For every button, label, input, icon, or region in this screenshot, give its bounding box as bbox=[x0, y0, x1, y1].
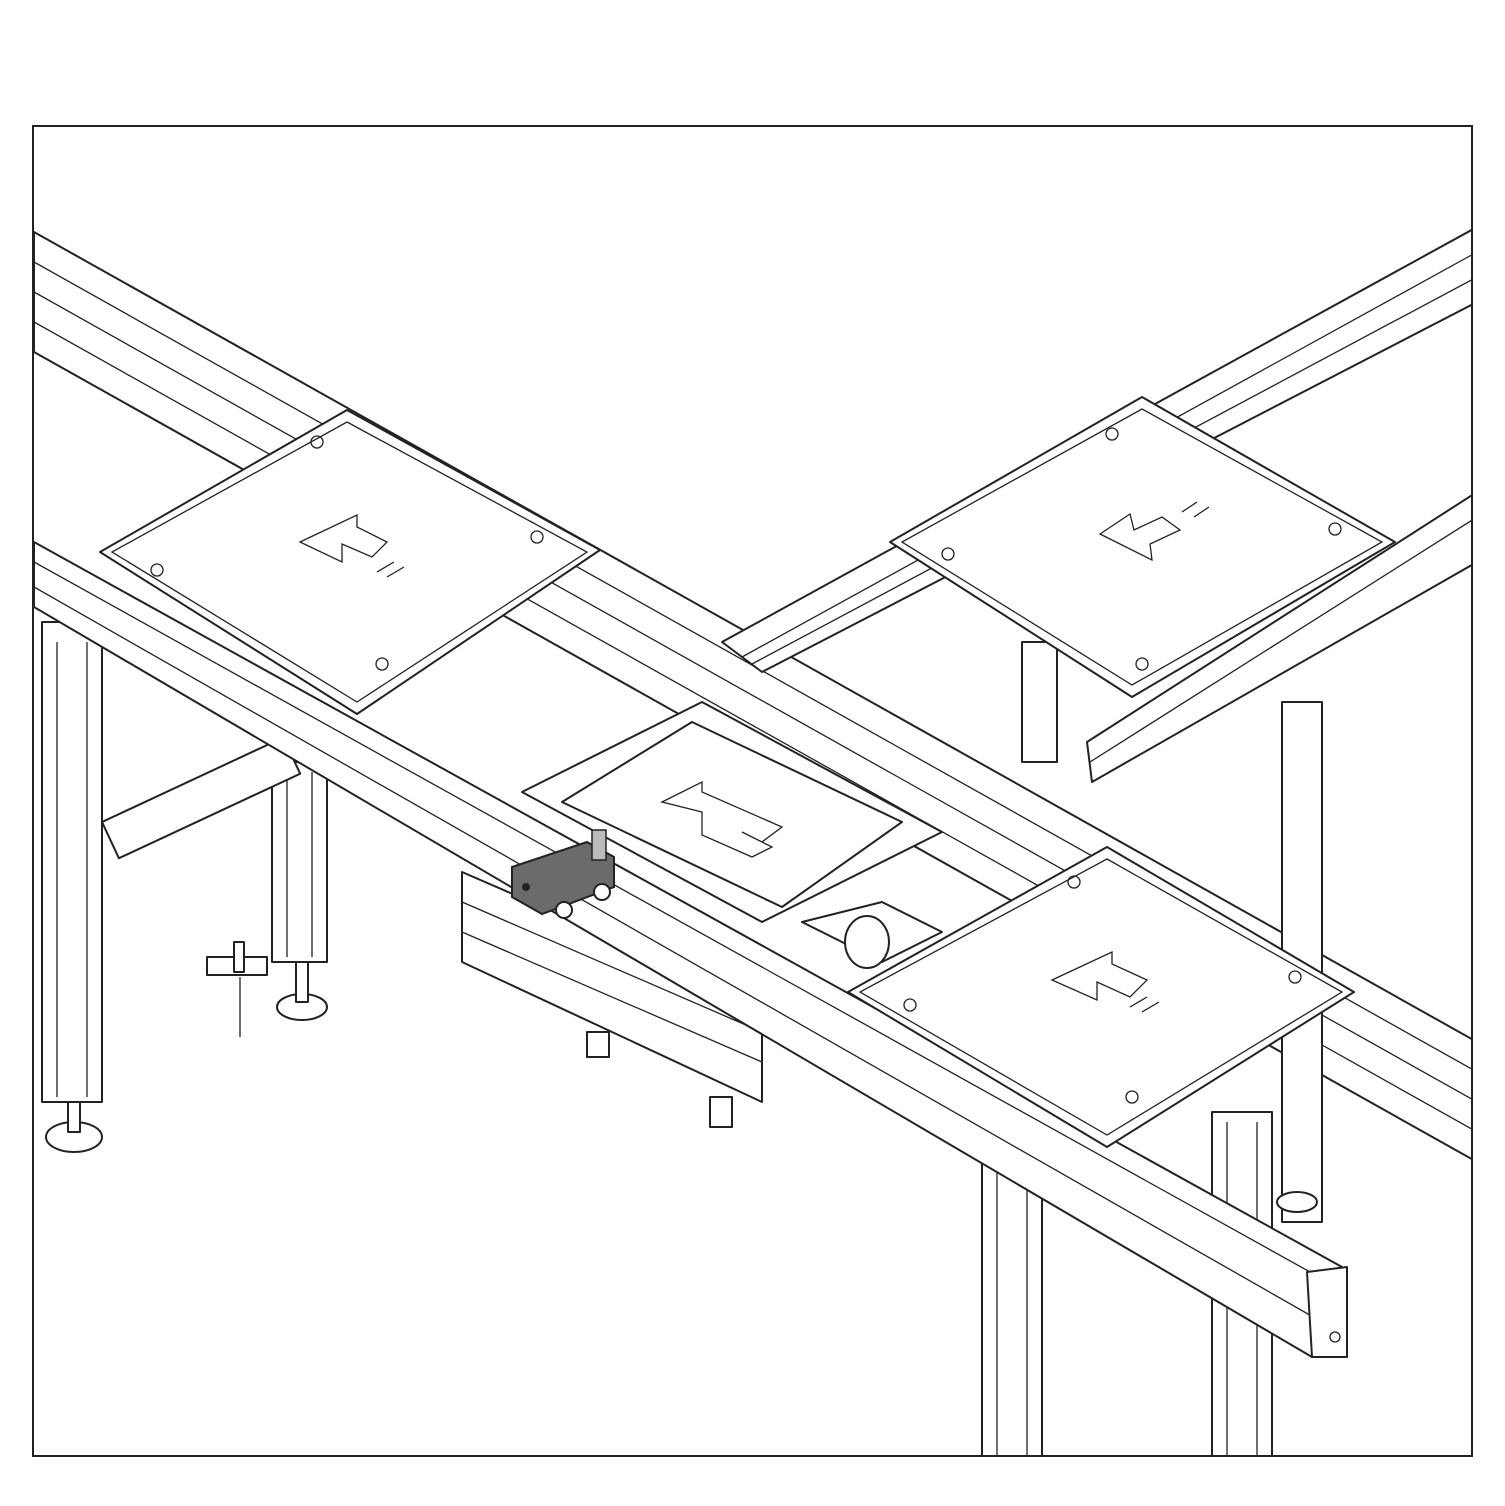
pallet-2 bbox=[889, 396, 1396, 698]
middle-conveyor bbox=[521, 701, 943, 923]
sensor-cable bbox=[206, 941, 268, 1037]
drawing-frame bbox=[32, 125, 1473, 1457]
direction-arrow-icon bbox=[298, 513, 389, 564]
direction-arrow-icon bbox=[1050, 950, 1149, 1002]
pallet-1 bbox=[99, 409, 601, 715]
direction-arrow-icon bbox=[660, 780, 784, 858]
pallet-3 bbox=[847, 846, 1355, 1148]
motor-logo-icon bbox=[844, 915, 890, 969]
stop-gate bbox=[511, 829, 615, 919]
conveyor-drawing bbox=[34, 229, 1471, 1455]
drive-unit bbox=[461, 871, 943, 1128]
legs bbox=[41, 621, 1323, 1455]
direction-arrow-icon bbox=[1098, 512, 1182, 562]
